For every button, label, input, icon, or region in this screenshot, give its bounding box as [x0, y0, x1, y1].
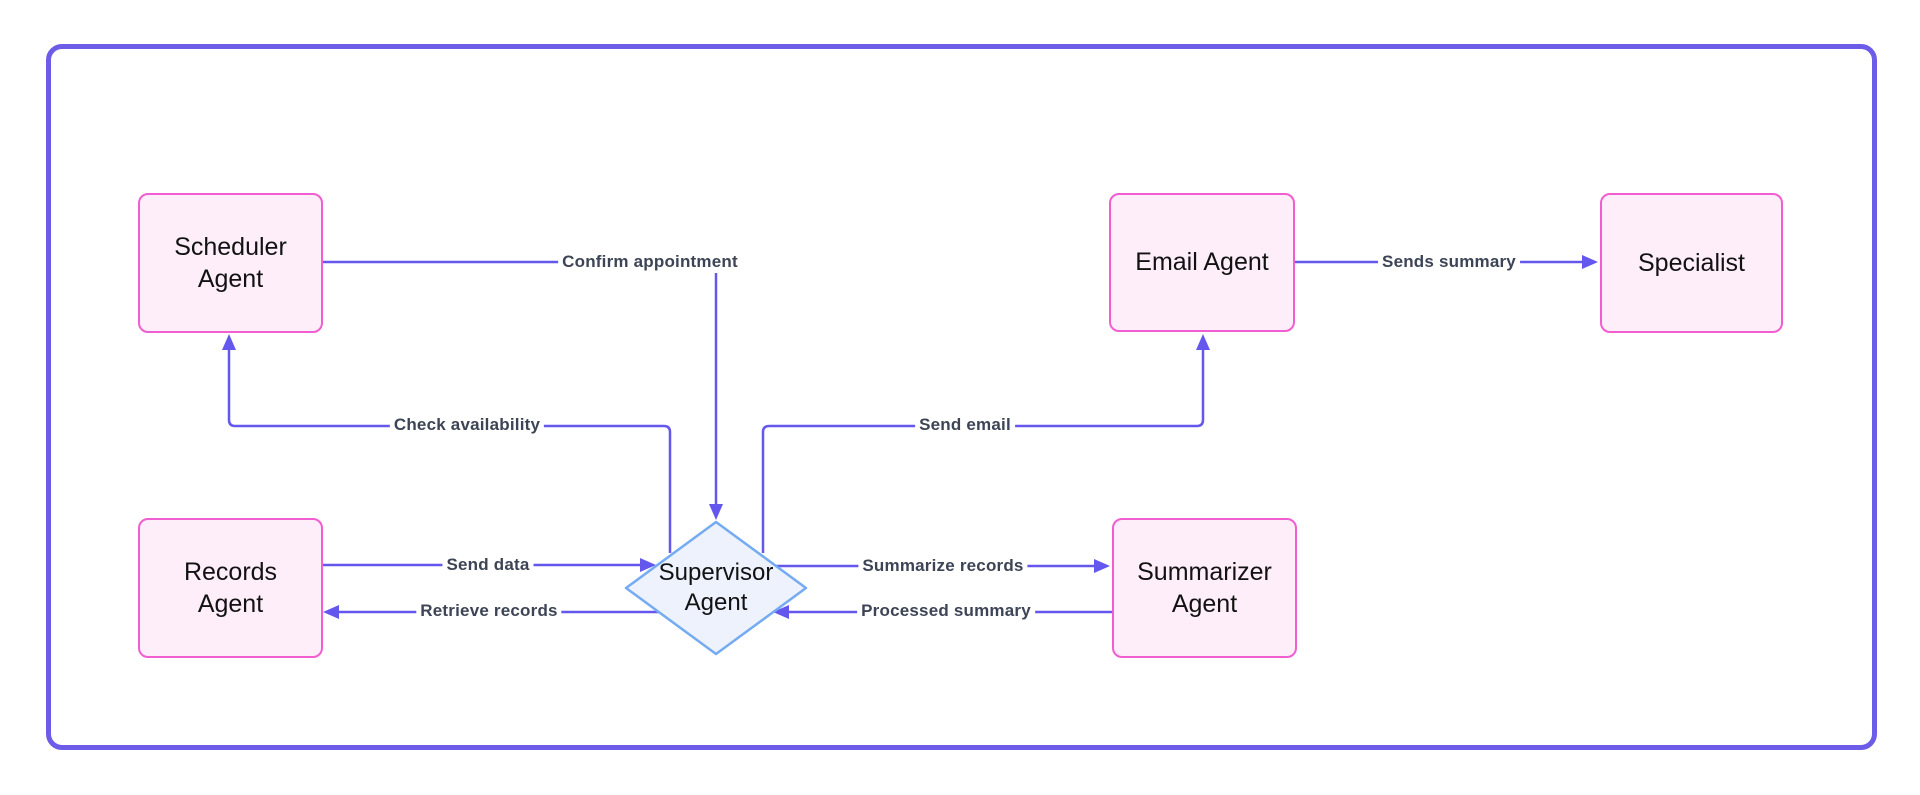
arrowhead-confirm-appointment	[709, 504, 723, 520]
node-label-line: Supervisor	[658, 559, 774, 586]
edge-label-sends-summary: Sends summary	[1378, 251, 1520, 273]
edge-label-confirm-appointment: Confirm appointment	[558, 251, 742, 273]
arrowhead-sends-summary	[1582, 255, 1598, 269]
edge-label-check-availability: Check availability	[389, 414, 545, 436]
arrowhead-summarize-records	[1094, 559, 1110, 573]
node-label-line: Agent	[1171, 590, 1238, 618]
node-supervisor-agent-shape	[624, 520, 808, 656]
node-label-line: Summarizer	[1137, 557, 1272, 586]
node-label-line: Agent	[197, 265, 264, 293]
edge-label-send-email: Send email	[915, 414, 1015, 436]
arrowhead-send-email	[1196, 334, 1210, 350]
arrowhead-processed-summary	[773, 605, 789, 619]
edge-label-send-data: Send data	[442, 554, 534, 576]
node-label-line: Records	[183, 557, 278, 586]
node-records-agent: Records Agent	[138, 518, 323, 658]
node-label-line: Email Agent	[1135, 248, 1269, 277]
node-supervisor-agent-label: Supervisor Agent	[659, 558, 774, 618]
arrowhead-check-availability	[222, 334, 236, 350]
node-label-line: Scheduler	[174, 232, 287, 261]
node-label-line: Agent	[197, 590, 264, 618]
diagram-frame	[46, 44, 1877, 750]
edge-label-processed-summary: Processed summary	[857, 600, 1035, 622]
node-specialist: Specialist	[1600, 193, 1783, 333]
node-email-agent: Email Agent	[1109, 193, 1295, 332]
arrowhead-send-data	[640, 558, 656, 572]
edge-label-summarize-records: Summarize records	[858, 555, 1028, 577]
arrowhead-retrieve-records	[323, 605, 339, 619]
node-label-line: Agent	[684, 589, 748, 616]
node-summarizer-agent: Summarizer Agent	[1112, 518, 1297, 658]
node-label-line: Specialist	[1638, 248, 1745, 277]
node-scheduler-agent: Scheduler Agent	[138, 193, 323, 333]
edge-label-retrieve-records: Retrieve records	[416, 600, 562, 622]
edge-confirm-appointment-line	[323, 260, 718, 504]
